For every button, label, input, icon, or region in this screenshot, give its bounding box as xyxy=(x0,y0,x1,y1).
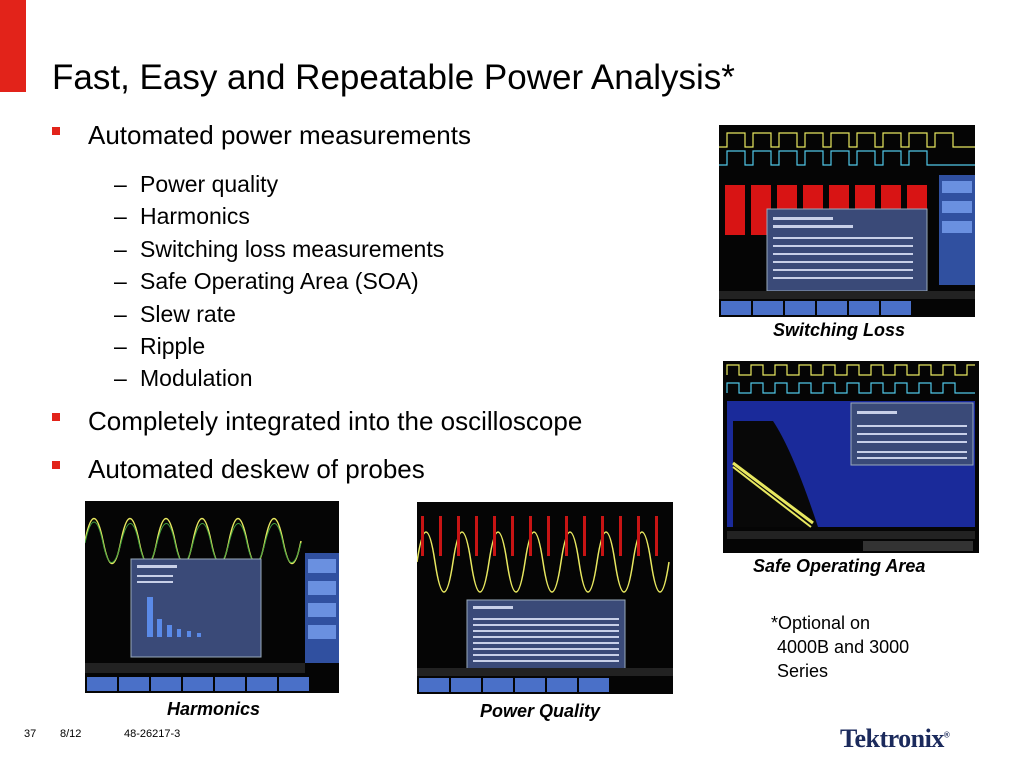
switching-loss-screenshot xyxy=(719,125,975,317)
power-quality-screenshot xyxy=(417,502,673,694)
sub-bullet: –Slew rate xyxy=(114,300,236,327)
tektronix-logo: Tektronix® xyxy=(840,724,950,753)
harmonics-screenshot xyxy=(85,501,339,693)
slide-title: Fast, Easy and Repeatable Power Analysis… xyxy=(52,58,735,97)
caption-harmonics: Harmonics xyxy=(167,699,261,719)
footer-date: 8/12 xyxy=(60,728,82,740)
bullet-square-icon xyxy=(52,461,60,470)
bullet-automated-measurements: Automated power measurements xyxy=(52,120,471,151)
bullet-square-icon xyxy=(52,413,60,422)
sub-bullet: –Harmonics xyxy=(114,203,250,230)
page-number: 37 xyxy=(24,728,37,740)
sub-bullet: –Modulation xyxy=(114,365,253,392)
sub-bullet: –Power quality xyxy=(114,171,279,197)
bullet-integrated: Completely integrated into the oscillosc… xyxy=(52,406,582,437)
caption-switching-loss: Switching Loss xyxy=(773,320,906,340)
footer-doc-number: 48-26217-3 xyxy=(124,728,181,740)
optional-note: *Optional on 4000B and 3000 Series xyxy=(771,613,910,681)
caption-safe-operating-area: Safe Operating Area xyxy=(753,556,926,576)
sub-bullet: –Ripple xyxy=(114,333,206,360)
bullet-deskew: Automated deskew of probes xyxy=(52,454,425,485)
sub-bullet: –Switching loss measurements xyxy=(114,235,445,262)
caption-power-quality: Power Quality xyxy=(480,701,601,721)
safe-operating-area-screenshot xyxy=(723,361,979,553)
accent-bar xyxy=(0,0,26,92)
sub-bullet: –Safe Operating Area (SOA) xyxy=(114,268,419,295)
sub-bullet-list: –Power quality –Harmonics –Switching los… xyxy=(114,168,444,395)
bullet-square-icon xyxy=(52,127,60,136)
